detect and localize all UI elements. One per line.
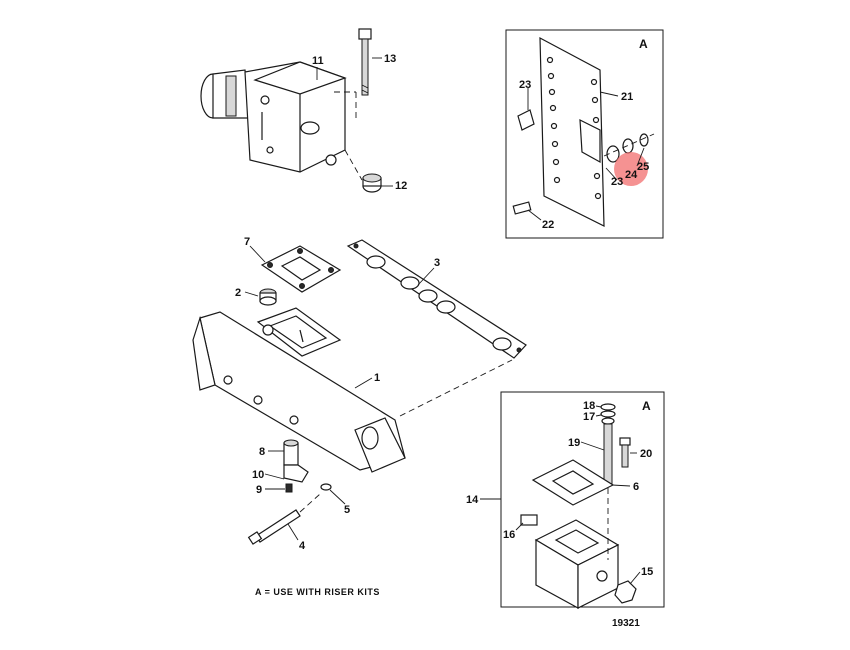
callout-22: 22: [542, 219, 554, 231]
legend-note: A = USE WITH RISER KITS: [255, 587, 380, 597]
callout-6: 6: [633, 481, 639, 493]
callout-2: 2: [235, 287, 241, 299]
figure-number: 19321: [612, 618, 640, 629]
part-12-plug: [362, 173, 382, 193]
inset-bottom-riser-kit: A: [500, 391, 665, 610]
inset-bottom-label: A: [642, 399, 651, 413]
callout-19: 19: [568, 437, 580, 449]
callout-10: 10: [252, 469, 264, 481]
callout-7: 7: [244, 236, 250, 248]
part-7-gasket: [260, 245, 342, 293]
part-3-manifold-gasket: [346, 239, 527, 359]
callout-24: 24: [625, 169, 638, 181]
part-11-exhaust-elbow: [200, 61, 347, 173]
part-1-exhaust-manifold: [192, 307, 406, 473]
inset-top-label: A: [639, 37, 648, 51]
callout-17: 17: [583, 411, 595, 423]
part-8-elbow-fitting: [283, 439, 309, 483]
callout-3: 3: [434, 257, 440, 269]
callout-8: 8: [259, 446, 265, 458]
callout-labels: 11 13 12 7 2 3 1 8 10 9 5 4 23 21 22 23 …: [235, 53, 653, 578]
callout-23-right: 23: [611, 176, 623, 188]
callout-14: 14: [466, 494, 479, 506]
part-9-fitting: [285, 483, 293, 493]
callout-11: 11: [312, 55, 324, 67]
callout-12: 12: [395, 180, 407, 192]
part-13-bolt: [358, 28, 372, 96]
callout-4: 4: [299, 540, 306, 552]
callout-21: 21: [621, 91, 633, 103]
callout-5: 5: [344, 504, 350, 516]
callout-13: 13: [384, 53, 396, 65]
callout-16: 16: [503, 529, 515, 541]
inset-top-riser-kit: A: [505, 29, 664, 239]
callout-20: 20: [640, 448, 652, 460]
callout-23-left: 23: [519, 79, 531, 91]
callout-25: 25: [637, 161, 649, 173]
callout-1: 1: [374, 372, 380, 384]
part-2-plug: [259, 288, 277, 306]
callout-15: 15: [641, 566, 653, 578]
leader-lines: [244, 57, 645, 585]
part-4-long-bolt: [247, 509, 301, 545]
part-5-washer: [320, 483, 332, 491]
callout-9: 9: [256, 484, 262, 496]
callout-18: 18: [583, 400, 595, 412]
